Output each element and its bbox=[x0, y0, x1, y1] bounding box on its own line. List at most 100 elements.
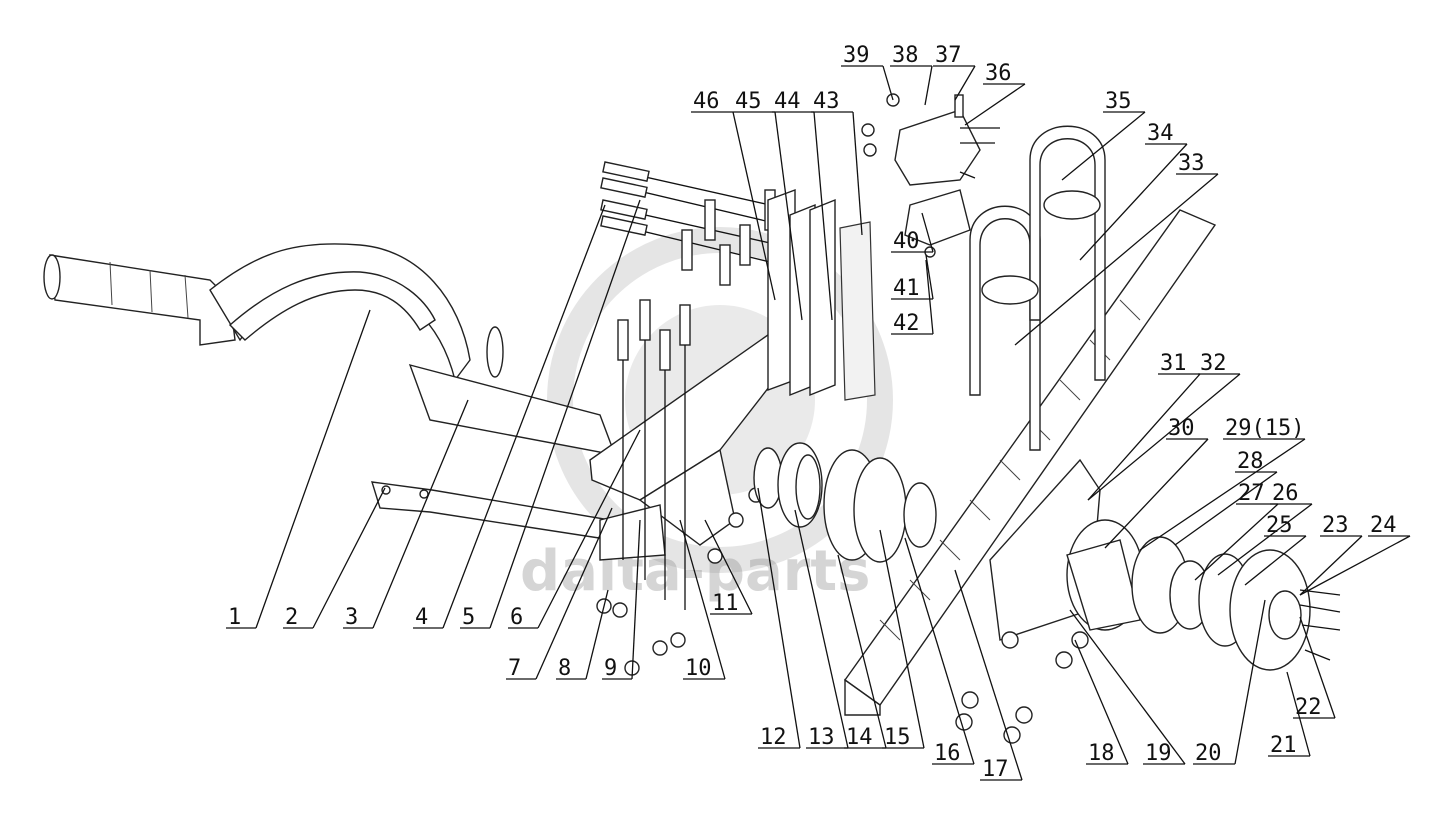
shim-stack bbox=[767, 188, 876, 401]
callout-label: 20 bbox=[1195, 741, 1222, 766]
callout-label: 8 bbox=[558, 656, 571, 681]
callout-label: 18 bbox=[1088, 741, 1115, 766]
callout-label: 24 bbox=[1370, 513, 1397, 538]
callout-leader-line bbox=[732, 111, 776, 301]
callout-label: 5 bbox=[462, 605, 475, 630]
callout-leader-line bbox=[921, 212, 934, 253]
callout-leader-line bbox=[837, 554, 887, 749]
callout-label: 13 bbox=[808, 725, 835, 750]
callout-label: 46 bbox=[693, 89, 720, 114]
callout-leader-line bbox=[1087, 373, 1241, 501]
part-top-bracket bbox=[861, 93, 1000, 258]
callout-leader-line bbox=[679, 519, 726, 680]
callout-label: 15 bbox=[884, 725, 911, 750]
callout-label: 19 bbox=[1145, 741, 1172, 766]
callout-label: 23 bbox=[1322, 513, 1349, 538]
callout-leader-line bbox=[631, 519, 641, 680]
callout-label: 31 bbox=[1160, 351, 1187, 376]
callout-leader-line bbox=[1139, 438, 1306, 551]
callout-label: 29(15) bbox=[1225, 416, 1304, 441]
callout-leader-line bbox=[882, 65, 894, 101]
callout-leader-line bbox=[757, 487, 801, 749]
callout-label: 27 bbox=[1238, 481, 1265, 506]
callout-label: 1 bbox=[228, 605, 241, 630]
callout-label: 35 bbox=[1105, 89, 1132, 114]
callout-leader-line bbox=[1014, 173, 1219, 346]
callout-label: 42 bbox=[893, 311, 920, 336]
callout-leader-line bbox=[1194, 503, 1279, 581]
callout-label: 41 bbox=[893, 276, 920, 301]
part-swing-arm bbox=[43, 243, 617, 456]
callout-label: 26 bbox=[1272, 481, 1299, 506]
callout-leader-line bbox=[1069, 609, 1186, 765]
callout-label: 22 bbox=[1295, 695, 1322, 720]
callout-leader-line bbox=[964, 83, 1026, 126]
callout-label: 4 bbox=[415, 605, 428, 630]
callout-leader-line bbox=[442, 204, 606, 629]
callout-leader-line bbox=[879, 529, 925, 749]
callout-leader-line bbox=[852, 111, 863, 236]
callout-leader-line bbox=[1299, 535, 1363, 596]
callout-label: 2 bbox=[285, 605, 298, 630]
callout-leader-line bbox=[537, 429, 641, 629]
callout-label: 9 bbox=[604, 656, 617, 681]
callout-leader-line bbox=[1104, 438, 1209, 549]
part-u-bolts bbox=[969, 125, 1106, 451]
callout-leader-line bbox=[954, 569, 1023, 781]
callout-label: 21 bbox=[1270, 733, 1297, 758]
callout-leader-line bbox=[1079, 143, 1188, 261]
callout-label: 32 bbox=[1200, 351, 1227, 376]
callout-leader-line bbox=[535, 507, 613, 680]
callout-label: 38 bbox=[892, 43, 919, 68]
callout-leader-line bbox=[924, 65, 933, 106]
callout-label: 36 bbox=[985, 61, 1012, 86]
callout-label: 17 bbox=[982, 757, 1009, 782]
callout-leader-line bbox=[954, 65, 976, 101]
callout-leader-line bbox=[794, 509, 849, 749]
callout-leader-line bbox=[255, 309, 371, 629]
callout-label: 45 bbox=[735, 89, 762, 114]
callout-label: 43 bbox=[813, 89, 840, 114]
callout-leader-line bbox=[1174, 471, 1278, 546]
callout-leader-line bbox=[489, 199, 641, 629]
callout-leader-line bbox=[813, 111, 833, 321]
callout-label: 28 bbox=[1237, 449, 1264, 474]
callout-leader-line bbox=[372, 399, 469, 629]
callout-label: 25 bbox=[1266, 513, 1293, 538]
callout-label: 14 bbox=[846, 725, 873, 750]
callout-leader-line bbox=[1087, 373, 1201, 501]
callout-leader-line bbox=[585, 589, 609, 680]
part-mount-bracket bbox=[589, 328, 791, 561]
callout-label: 12 bbox=[760, 725, 787, 750]
callout-label: 37 bbox=[935, 43, 962, 68]
callout-label: 39 bbox=[843, 43, 870, 68]
callout-label: 16 bbox=[934, 741, 961, 766]
callout-label: 44 bbox=[774, 89, 801, 114]
bolts-group-upper bbox=[600, 161, 771, 263]
callout-leader-line bbox=[774, 111, 803, 321]
callout-leader-line bbox=[1217, 503, 1313, 576]
callout-label: 40 bbox=[893, 229, 920, 254]
nuts-group-lower bbox=[596, 487, 764, 676]
callout-label: 33 bbox=[1178, 151, 1205, 176]
callout-label: 6 bbox=[510, 605, 523, 630]
callout-leader-line bbox=[1234, 599, 1266, 765]
studs-group bbox=[617, 189, 776, 610]
seal-rings bbox=[753, 442, 937, 563]
callout-leader-line bbox=[904, 537, 975, 765]
callout-label: 7 bbox=[508, 656, 521, 681]
callout-leader-line bbox=[925, 259, 934, 335]
part-hub-housing bbox=[955, 458, 1341, 744]
callout-leader-line bbox=[1061, 111, 1146, 181]
callout-label: 30 bbox=[1168, 416, 1195, 441]
callout-leader-line bbox=[1299, 535, 1411, 596]
callout-label: 3 bbox=[345, 605, 358, 630]
callout-leader-line bbox=[312, 487, 386, 629]
callout-leader-line bbox=[704, 519, 753, 615]
callout-leader-line bbox=[925, 254, 934, 300]
callout-label: 34 bbox=[1147, 121, 1174, 146]
callout-label: 11 bbox=[712, 591, 739, 616]
